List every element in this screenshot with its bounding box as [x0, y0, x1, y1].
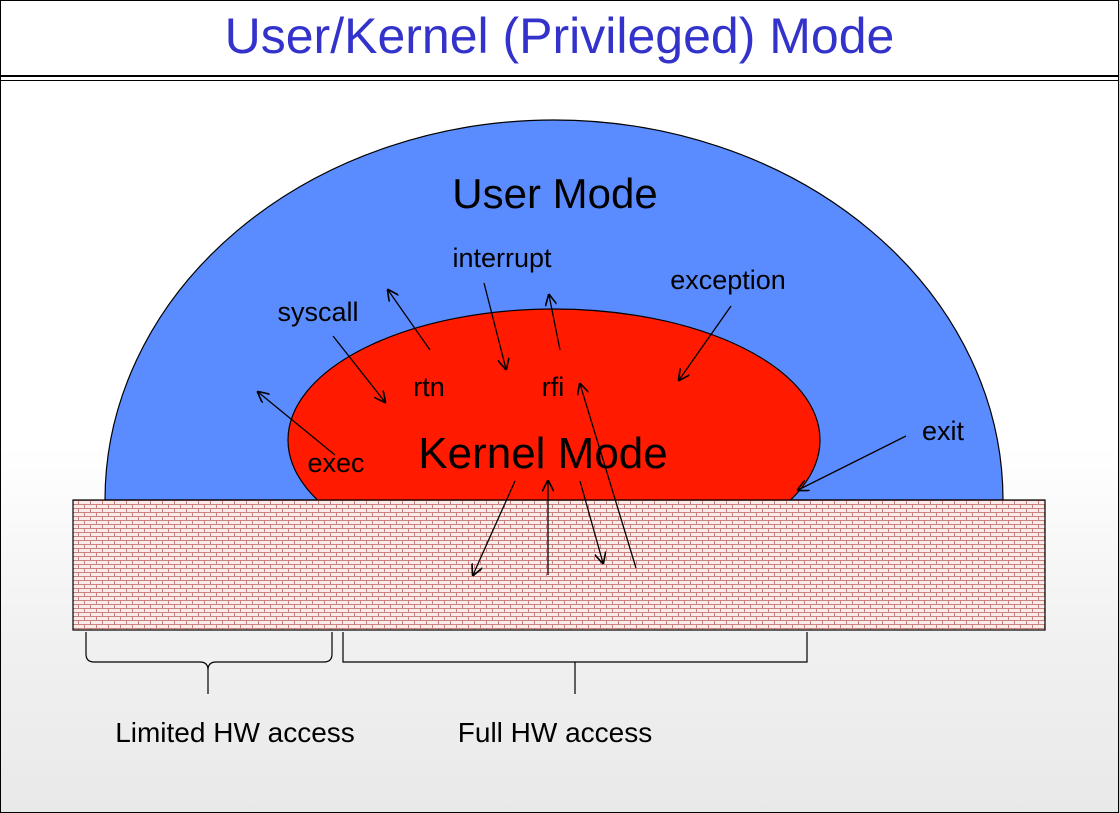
rfi-arrow	[549, 295, 561, 351]
exec-label: exec	[307, 448, 364, 478]
kernel-to-hw-arrow	[473, 480, 516, 575]
kernel-to-hw-arrow-2	[579, 480, 603, 563]
exec-arrow	[258, 392, 336, 456]
user-mode-label: User Mode	[452, 170, 657, 217]
limited-access-brace	[85, 632, 333, 694]
slide-title: User/Kernel (Privileged) Mode	[224, 8, 895, 64]
syscall-label: syscall	[277, 297, 358, 327]
interrupt-arrow	[483, 282, 506, 369]
title-rule-top	[1, 75, 1118, 77]
full-access-label: Full HW access	[458, 717, 652, 748]
rtn-label: rtn	[413, 372, 445, 402]
rfi-label: rfi	[542, 372, 565, 402]
exception-arrow	[679, 305, 732, 380]
syscall-arrow	[332, 335, 385, 402]
hardware-bar	[72, 499, 1046, 631]
hw-to-rfi-arrow	[580, 384, 637, 569]
limited-access-label: Limited HW access	[115, 717, 355, 748]
kernel-mode-label: Kernel Mode	[418, 429, 667, 478]
exception-label: exception	[670, 265, 786, 295]
interrupt-label: interrupt	[452, 243, 552, 273]
transition-arrows	[258, 282, 907, 575]
title-rule-bottom	[1, 80, 1118, 81]
exit-arrow	[798, 435, 907, 490]
rtn-arrow	[388, 290, 431, 351]
full-access-brace	[342, 632, 808, 694]
title-bar: User/Kernel (Privileged) Mode	[1, 1, 1118, 81]
exit-label: exit	[922, 416, 965, 446]
